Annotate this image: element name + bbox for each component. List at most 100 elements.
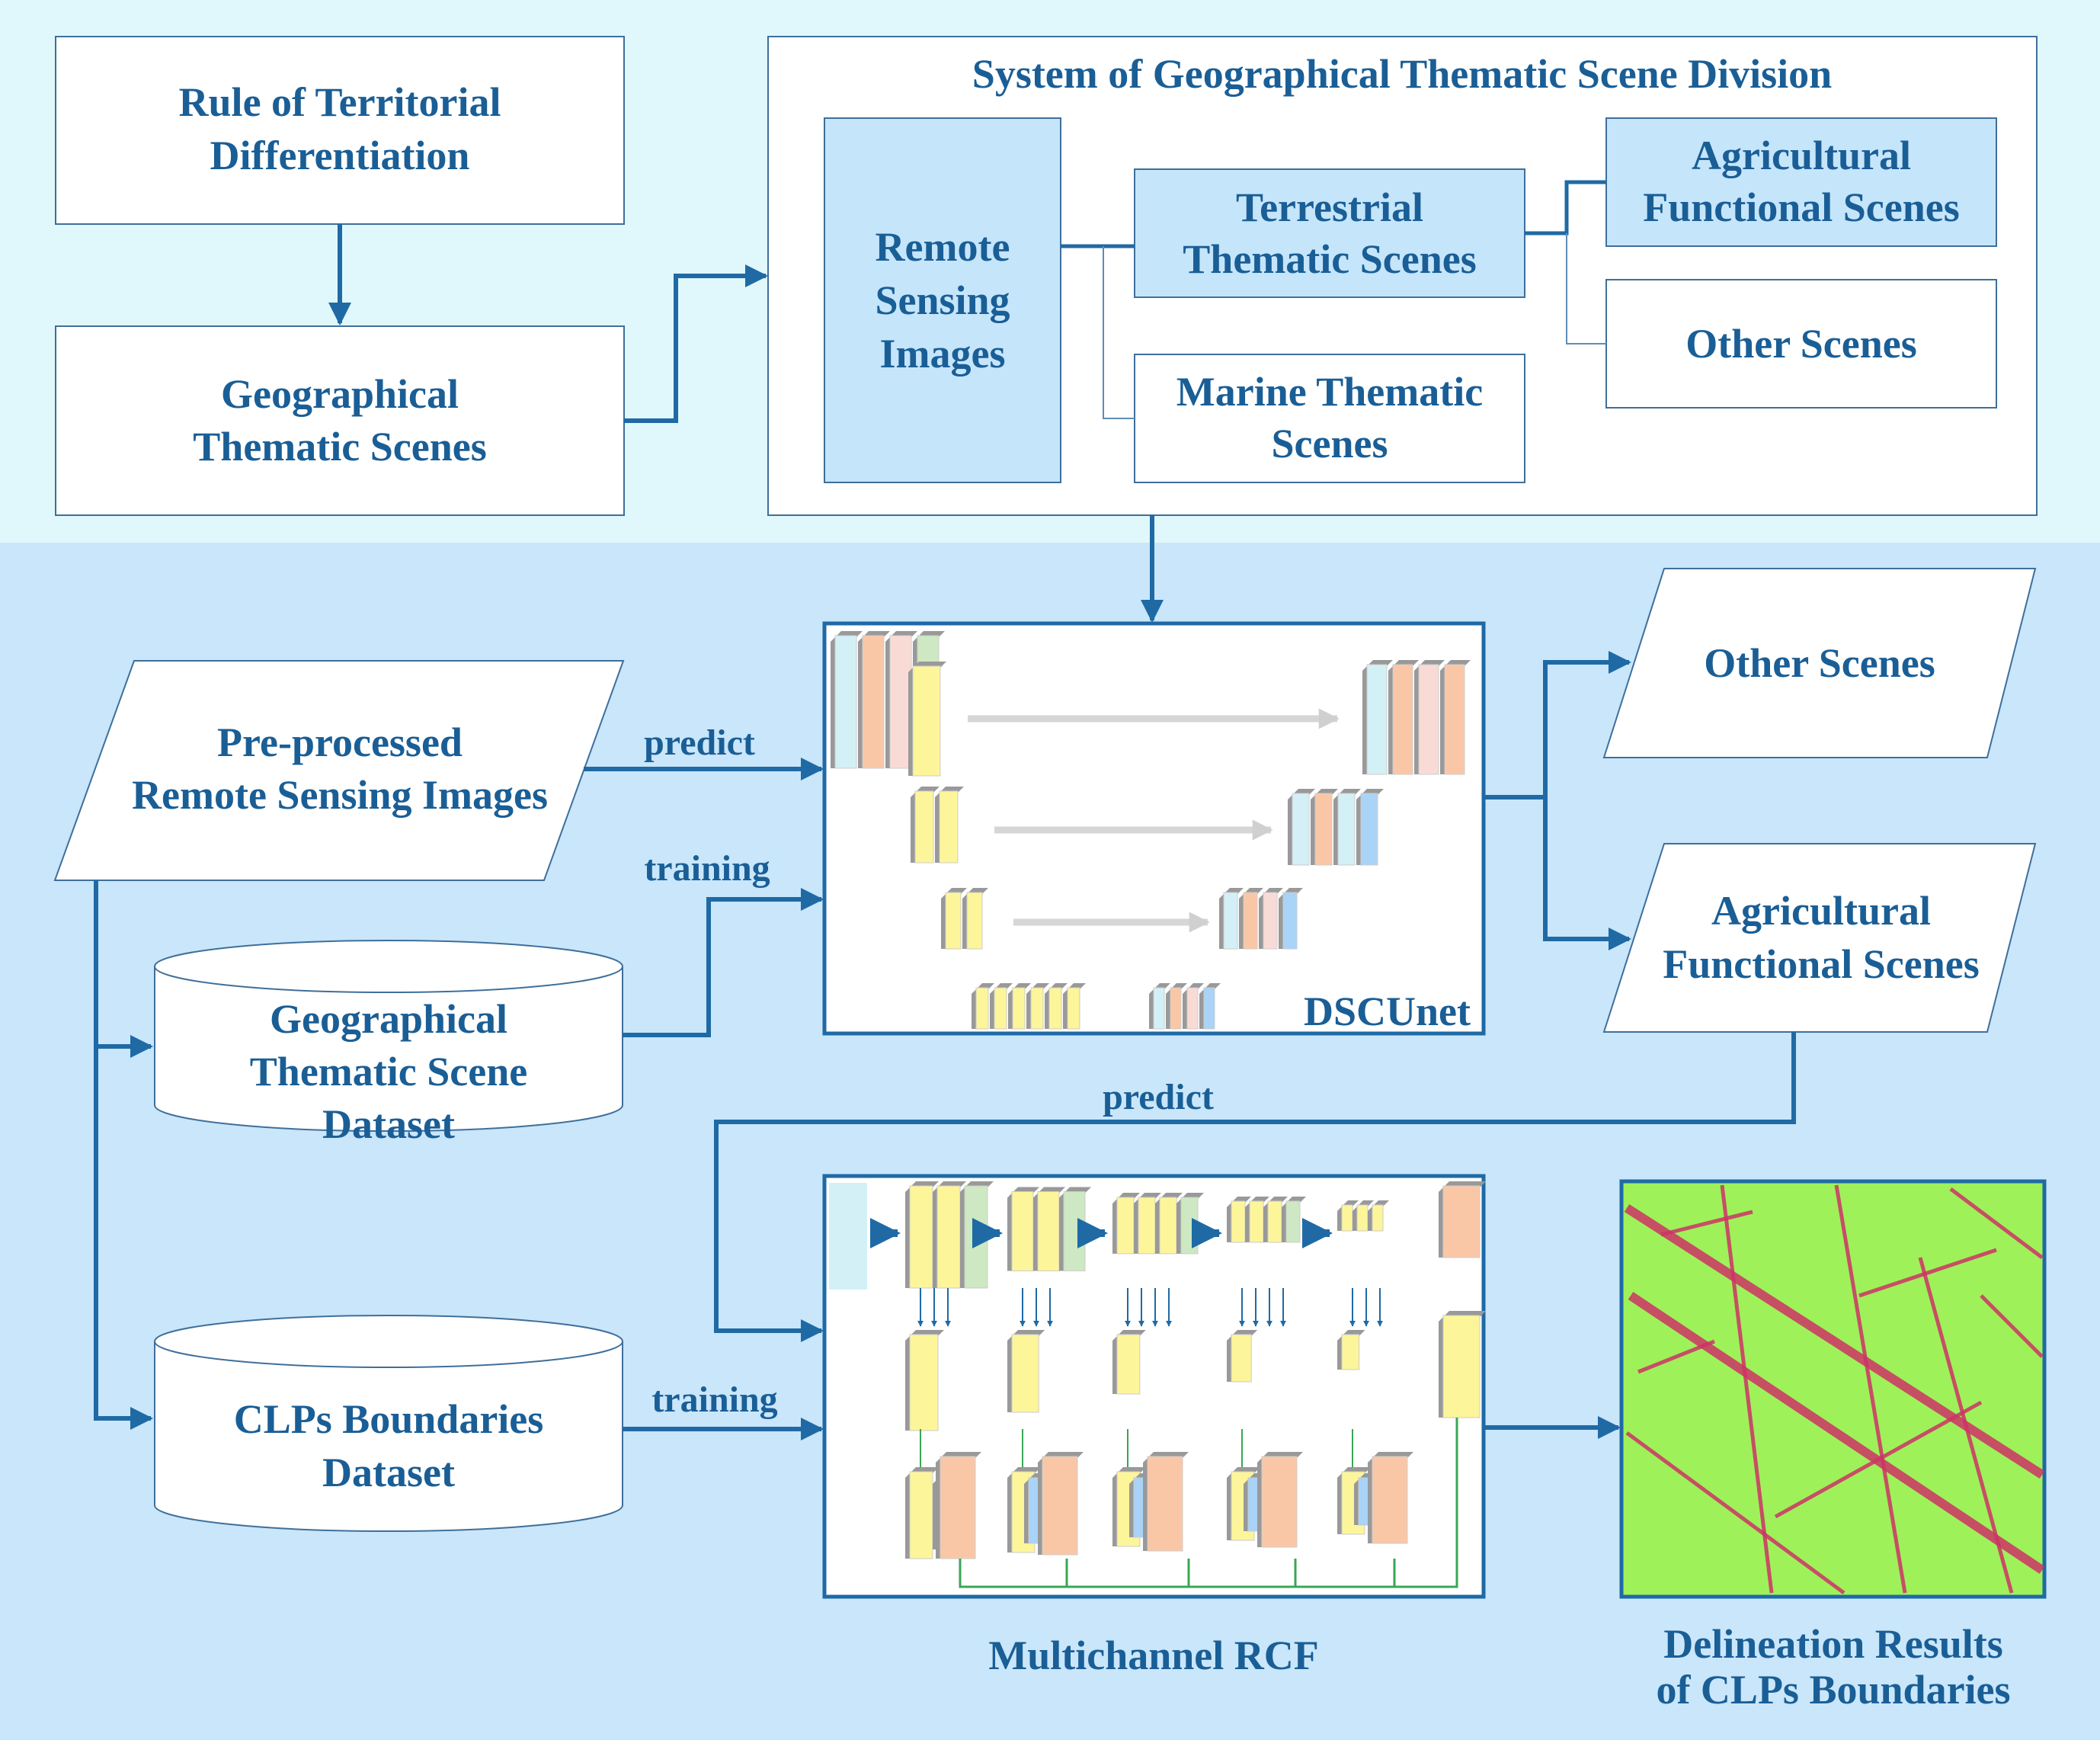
geo-box-line1: Geographical (221, 371, 459, 417)
dsc-encoder-block-2-0 (945, 892, 962, 950)
dsc-decoder-block-2-1 (1243, 892, 1258, 950)
dsc-decoder-block-0-1 (1392, 664, 1413, 775)
field-boundary-7 (1949, 1187, 2044, 1259)
field-boundary-4 (1918, 1257, 2014, 1594)
rcf-fuse-orange-3 (1261, 1456, 1298, 1548)
marine-line1: Marine Thematic (1176, 369, 1483, 415)
marine-line2: Scenes (1272, 421, 1388, 466)
rcf-stage-1-block-0 (1011, 1191, 1034, 1271)
system-title: System of Geographical Thematic Scene Di… (972, 51, 1832, 97)
rcf-stage-3-block-1 (1249, 1200, 1264, 1243)
preprocessed-to-clps-arrow (94, 880, 153, 1430)
terrestrial-to-other-connector (1566, 233, 1606, 344)
dsc-encoder-block-2-1 (966, 892, 983, 950)
clps-boundaries-dataset-cylinder: CLPs Boundaries Dataset (154, 1315, 623, 1532)
field-boundary-5 (1625, 1431, 1846, 1595)
remote-sensing-images-box: Remote Sensing Images (824, 117, 1061, 483)
geo-dataset-line3: Dataset (322, 1101, 455, 1147)
rcf-stage-4-block-2 (1372, 1204, 1384, 1232)
rcf-fuse-orange-2 (1147, 1456, 1183, 1552)
field-boundary-6 (1774, 1400, 1983, 1519)
field-boundary-2 (1720, 1184, 1774, 1594)
dsc-decoder-block-3-2 (1186, 987, 1199, 1030)
dsc-decoder-block-0-2 (1418, 664, 1439, 775)
rcf-output-top-block (1442, 1185, 1481, 1258)
dscunet-panel: DSCUnet (822, 621, 1486, 1036)
edge-training-1: training (644, 848, 770, 889)
edge-predict-2: predict (1103, 1077, 1214, 1117)
dsc-decoder-block-1-0 (1292, 793, 1310, 866)
agricultural-functional-scenes-box: Agricultural Functional Scenes (1605, 117, 1997, 247)
rcf-green-bus (959, 1418, 1458, 1588)
u-net-architecture-icon (831, 631, 1471, 1030)
agri-to-rcf-predict-arrow (714, 1032, 1796, 1342)
agri-line2: Functional Scenes (1643, 184, 1960, 230)
rule-box-line1: Rule of Territorial (179, 79, 501, 125)
other-scenes-box: Other Scenes (1605, 279, 1997, 409)
clps-dataset-line2: Dataset (322, 1450, 455, 1495)
rcf-stage-4-block-0 (1341, 1204, 1353, 1232)
training-arrow-to-dscunet (623, 888, 824, 1037)
terrestrial-thematic-scenes-box: Terrestrial Thematic Scenes (1134, 168, 1525, 298)
remote-line2: Sensing (875, 277, 1010, 323)
rcf-stage-1-block-1 (1037, 1191, 1060, 1271)
dsc-encoder-block-0-2 (889, 635, 912, 769)
terrestrial-line1: Terrestrial (1236, 184, 1423, 230)
geo-thematic-scene-dataset-cylinder: Geographical Thematic Scene Dataset (154, 940, 623, 1147)
dsc-encoder-block-1-1 (939, 790, 959, 864)
dsc-decoder-block-2-0 (1223, 892, 1238, 950)
dsc-encoder-block-0-1 (862, 635, 885, 769)
output-agricultural-scenes-parallelogram: Agricultural Functional Scenes (1602, 843, 2037, 1033)
result-line1: Delineation Results (1663, 1621, 2003, 1667)
dsc-decoder-block-3-3 (1203, 987, 1215, 1030)
field-boundary-10 (1637, 1339, 1715, 1374)
dsc-encoder-block-3-0 (975, 987, 989, 1030)
dscunet-to-other-arrow (1484, 651, 1631, 800)
rcf-stage-3-block-0 (1231, 1200, 1246, 1243)
rcf-stage-2-block-1 (1138, 1197, 1156, 1255)
field-boundary-8 (1660, 1210, 1753, 1237)
clps-dataset-line1: CLPs Boundaries (234, 1396, 544, 1442)
rcf-stage-3-block-3 (1285, 1200, 1301, 1243)
remote-to-marine-connector (1103, 246, 1135, 419)
remote-line1: Remote (876, 224, 1010, 270)
dsc-decoder-block-1-3 (1360, 793, 1378, 866)
dsc-encoder-block-3-3 (1030, 987, 1044, 1030)
preprocessed-line1: Pre-processed (217, 719, 463, 765)
field-boundary-1 (1628, 1292, 2045, 1574)
preprocessed-line2: Remote Sensing Images (132, 772, 548, 818)
marine-thematic-scenes-box: Marine Thematic Scenes (1134, 354, 1525, 483)
out-other-label: Other Scenes (1704, 640, 1935, 686)
output-other-scenes-parallelogram: Other Scenes (1602, 568, 2037, 758)
terrestrial-line2: Thematic Scenes (1183, 236, 1476, 282)
rcf-stage-4-block-1 (1356, 1204, 1369, 1232)
dscunet-to-agri-arrow (1543, 797, 1631, 950)
rcf-network-architecture-icon (829, 1181, 1486, 1588)
dsc-decoder-block-1-2 (1337, 793, 1356, 866)
dsc-decoder-block-1-1 (1314, 793, 1333, 866)
rule-of-territorial-differentiation-box: Rule of Territorial Differentiation (55, 36, 625, 225)
geo-box-line2: Thematic Scenes (193, 424, 486, 469)
edge-predict-1: predict (644, 723, 755, 763)
rcf-fuse-yellow-0 (909, 1471, 933, 1559)
geo-dataset-line1: Geographical (270, 996, 507, 1042)
geo-to-system-arrow (624, 264, 768, 423)
rcf-input-block (829, 1183, 867, 1290)
rcf-stage-0-block-1 (936, 1185, 961, 1289)
dsc-decoder-block-3-1 (1170, 987, 1182, 1030)
rcf-conv-block-2 (1116, 1334, 1141, 1395)
rcf-conv-block-3 (1231, 1334, 1252, 1383)
rcf-output-mid-block (1442, 1315, 1481, 1418)
dsc-encoder-main-block (912, 665, 941, 777)
out-agri-line1: Agricultural (1711, 888, 1931, 934)
out-agri-line2: Functional Scenes (1663, 941, 1980, 987)
other-scenes-label: Other Scenes (1685, 321, 1916, 367)
dsc-encoder-block-3-1 (994, 987, 1007, 1030)
scene-division-system-box: System of Geographical Thematic Scene Di… (767, 36, 2038, 516)
dsc-decoder-block-0-3 (1444, 664, 1465, 775)
field-boundary-9 (1858, 1248, 1997, 1298)
rcf-conv-block-4 (1341, 1334, 1360, 1370)
field-boundary-3 (1834, 1184, 1907, 1594)
dsc-encoder-block-3-5 (1067, 987, 1080, 1030)
